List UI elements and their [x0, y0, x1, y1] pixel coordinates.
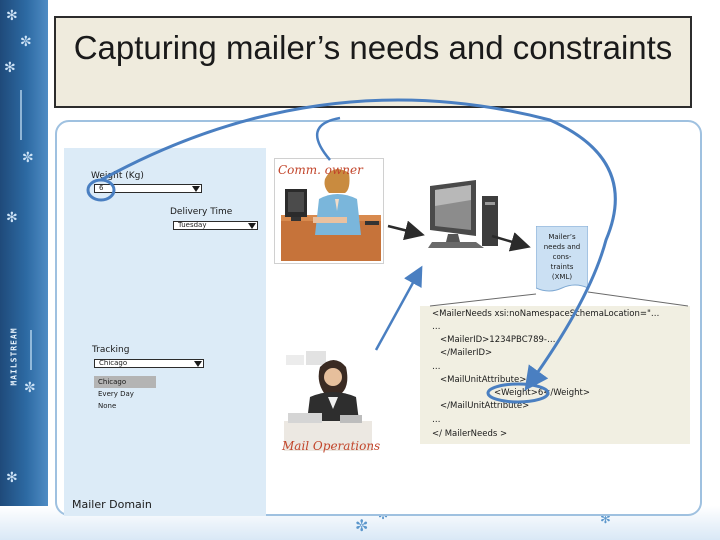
comm-owner-link-curve [315, 116, 341, 161]
delivery-time-label: Delivery Time [170, 207, 233, 217]
document-callout-line [587, 291, 689, 307]
decorative-band [20, 90, 22, 140]
comm-owner-illustration [281, 169, 381, 261]
tracking-option-every-day[interactable]: Every Day [98, 390, 134, 398]
xml-line: <MailerID>1234PBC789-… [440, 335, 556, 345]
mailer-domain-box [64, 148, 266, 516]
snowflake-icon: ✼ [24, 380, 36, 396]
decorative-side-strip: ✻ ✼ ✻ ✼ ✻ ✼ ✻ MAILSTREAM [0, 0, 48, 540]
xml-line: </MailerID> [440, 348, 493, 358]
tracking-label: Tracking [92, 345, 130, 355]
chevron-down-icon [248, 223, 256, 229]
tracking-value: Chicago [99, 359, 128, 367]
weight-value: 6 [99, 184, 104, 192]
mail-operations-photo [280, 345, 376, 455]
decorative-band [30, 330, 32, 370]
document-line: traints [550, 263, 574, 271]
document-line: cons- [552, 253, 572, 261]
comm-owner-to-computer-arrow [387, 220, 425, 241]
tracking-options-list: Chicago Every Day None [94, 376, 156, 412]
snowflake-icon: ✼ [20, 34, 32, 50]
xml-line: </ MailerNeeds > [432, 429, 508, 439]
slide-title: Capturing mailer’s needs and constraints [73, 29, 673, 66]
mail-operations-illustration [284, 351, 372, 451]
tracking-dropdown[interactable]: Chicago [94, 359, 204, 368]
mailer-domain-label: Mailer Domain [72, 498, 152, 511]
computer-icon [428, 180, 498, 248]
chevron-down-icon [192, 186, 200, 192]
delivery-time-dropdown[interactable]: Tuesday [173, 221, 258, 230]
delivery-time-value: Tuesday [178, 221, 207, 229]
xml-box [420, 306, 690, 444]
computer-to-document-arrow [491, 232, 531, 252]
weight-highlight [86, 178, 116, 202]
snowflake-icon: ✼ [22, 150, 34, 166]
document-line: needs and [543, 243, 581, 251]
xml-line: <MailUnitAttribute> [440, 375, 527, 385]
comm-owner-caption: Comm. owner [278, 163, 363, 177]
mail-operations-caption: Mail Operations [282, 439, 381, 453]
snowflake-icon: ✻ [4, 60, 16, 76]
document-label: Mailer’s needs and cons- traints (XML) [538, 232, 586, 282]
document-callout-line [429, 293, 537, 307]
snowflake-icon: ✻ [600, 512, 611, 527]
snowflake-icon: ✻ [6, 470, 18, 486]
snowflake-icon: ✼ [355, 516, 369, 535]
document-icon [536, 226, 588, 292]
tracking-option-chicago[interactable]: Chicago [94, 376, 156, 388]
xml-line: </MailUnitAttribute> [440, 401, 530, 411]
xml-weight-highlight [486, 382, 550, 404]
chevron-down-icon [194, 361, 202, 367]
weight-label: Weight (Kg) [91, 171, 144, 181]
document-line: Mailer’s [548, 233, 576, 241]
xml-line: … [432, 415, 441, 425]
snowflake-icon: ✻ [6, 8, 18, 24]
xml-line: … [432, 322, 441, 332]
snowflake-icon: ✻ [6, 210, 18, 226]
mail-ops-to-computer-arrow [374, 265, 423, 351]
comm-owner-photo [274, 158, 384, 264]
weight-dropdown[interactable]: 6 [94, 184, 202, 193]
title-box: Capturing mailer’s needs and constraints [54, 16, 692, 108]
tracking-option-none[interactable]: None [98, 402, 117, 410]
xml-line: <MailerNeeds xsi:noNamespaceSchemaLocati… [432, 309, 660, 319]
weight-to-xml-arrow [100, 98, 617, 391]
xml-line: … [432, 362, 441, 372]
document-line: (XML) [551, 273, 573, 281]
xml-line: <Weight>6</Weight> [494, 388, 590, 398]
